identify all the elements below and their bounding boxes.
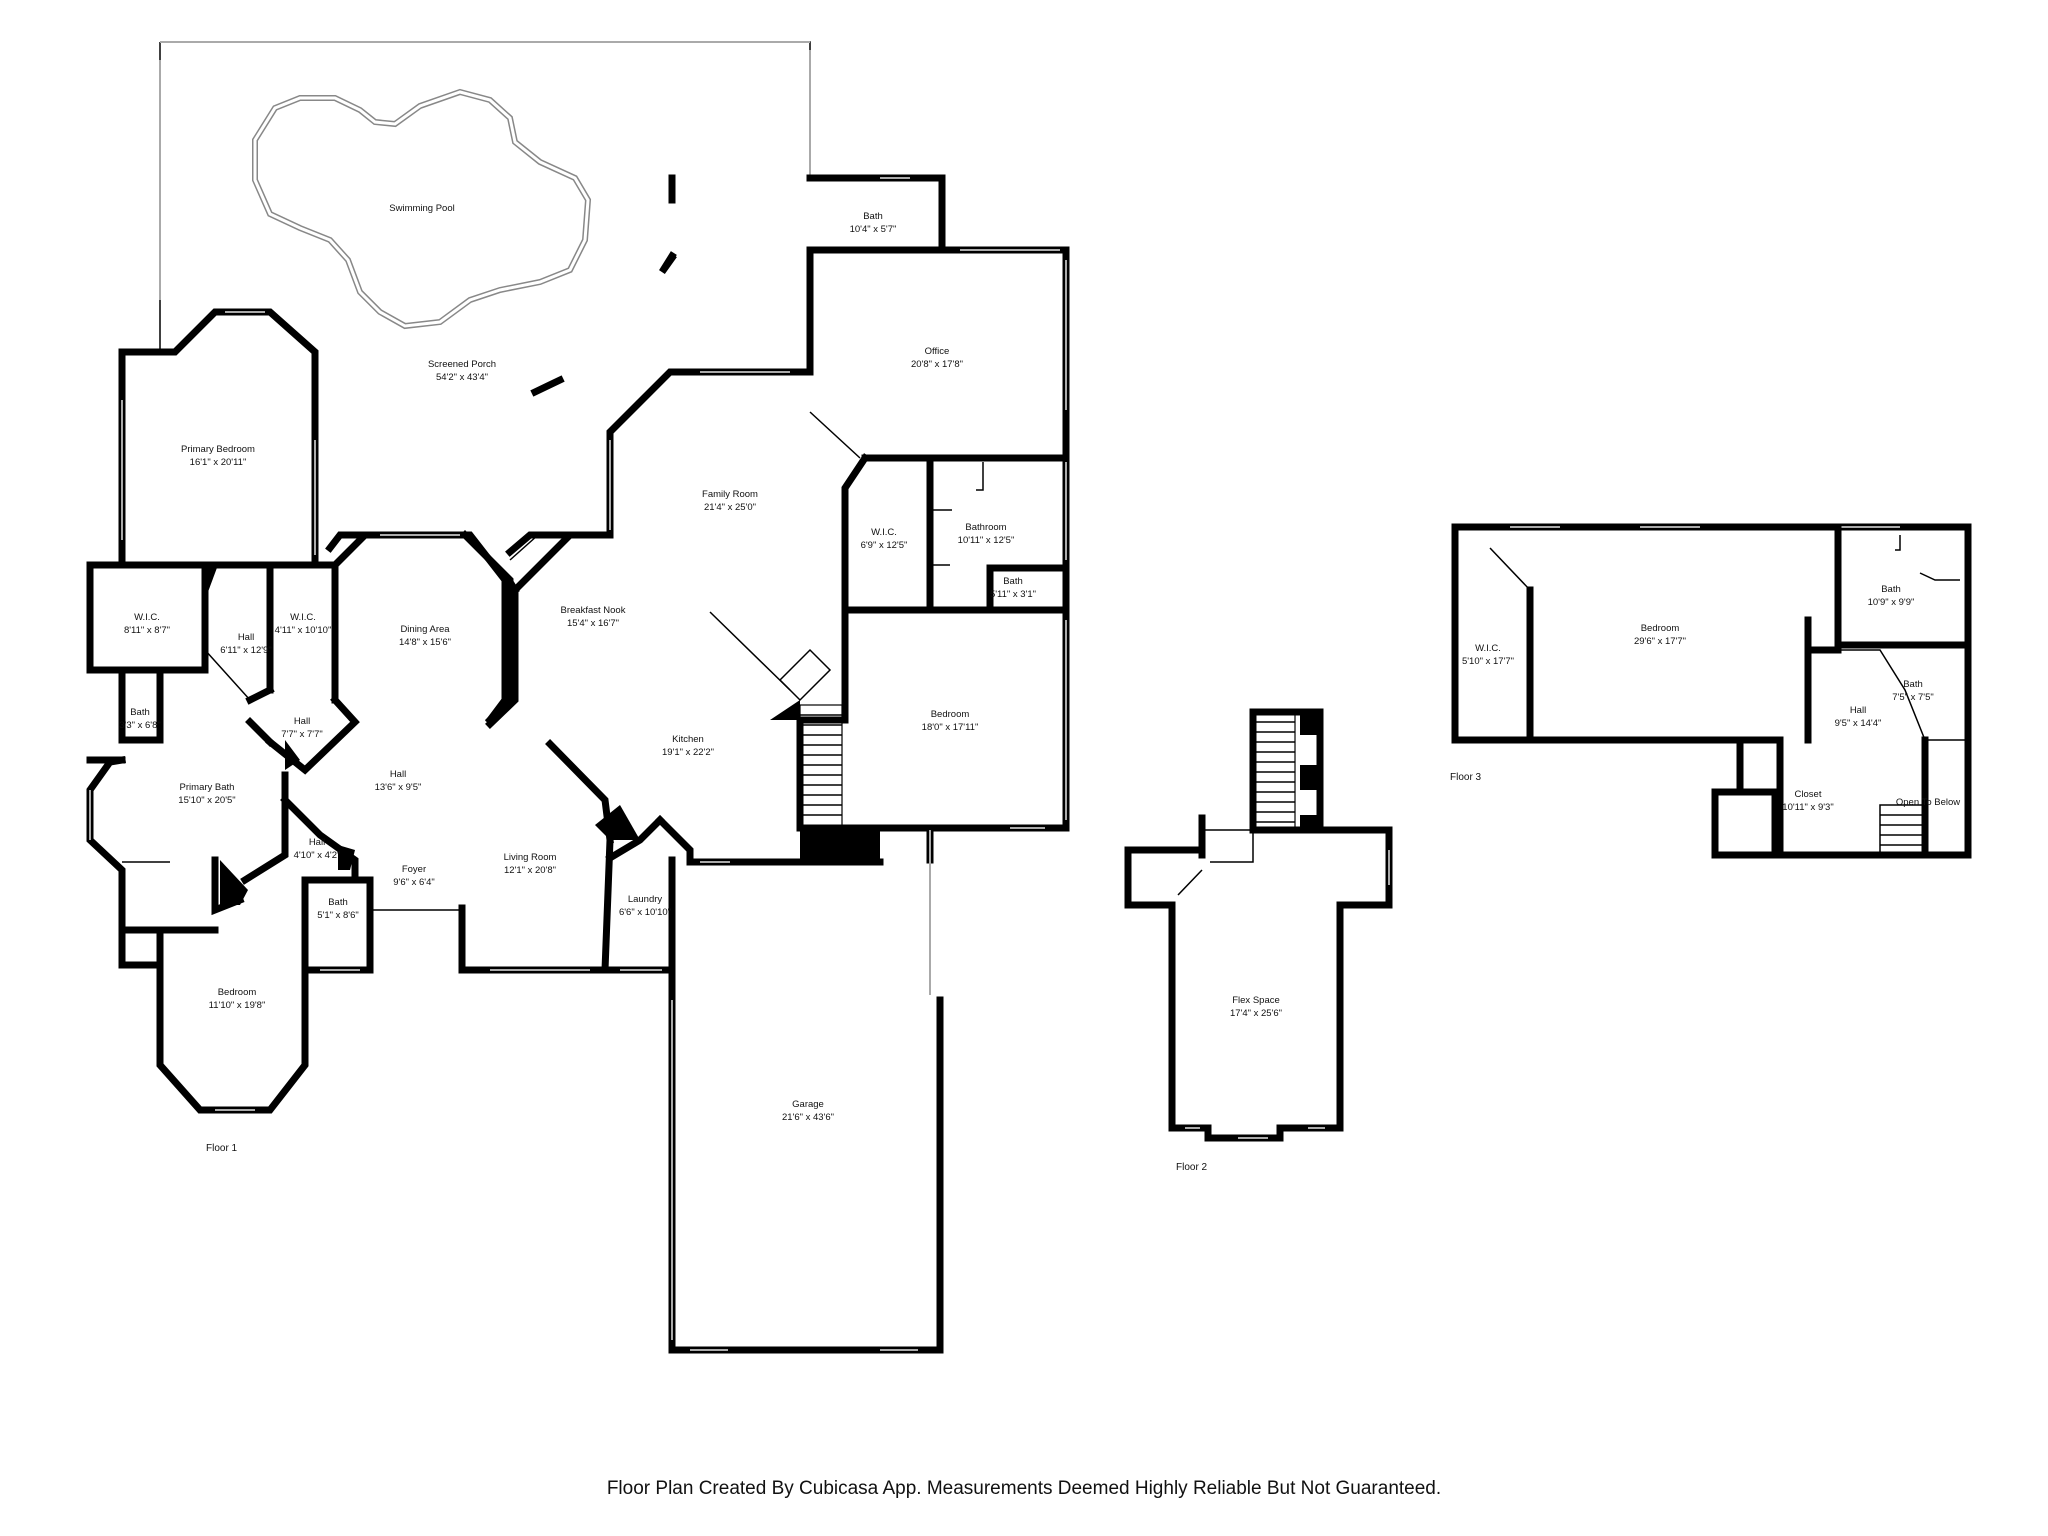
screened-porch-dim: 54'2" x 43'4" (436, 372, 488, 383)
hall-f3-dim: 9'5" x 14'4" (1835, 718, 1882, 729)
wic-left-label: W.I.C. (134, 612, 160, 623)
hall-small-label: Hall (309, 837, 325, 848)
flex-space-dim: 17'4" x 25'6" (1230, 1008, 1282, 1019)
bedroom-bottom-dim: 11'10" x 19'8" (209, 1000, 266, 1011)
kitchen-label: Kitchen (672, 734, 704, 745)
closet-f3-label: Closet (1795, 789, 1822, 800)
foyer-label: Foyer (402, 864, 426, 875)
floor-1-plan: Swimming Pool Screened Porch 54'2" x 43'… (86, 41, 1070, 1354)
bedroom-right-label: Bedroom (931, 709, 970, 720)
footer-disclaimer: Floor Plan Created By Cubicasa App. Meas… (607, 1478, 1441, 1499)
wic-left-dim: 8'11" x 8'7" (124, 625, 170, 636)
screened-porch-label: Screened Porch (428, 359, 496, 370)
bedroom-f3-label: Bedroom (1641, 623, 1680, 634)
hall-left-dim: 6'11" x 12'9" (220, 645, 271, 656)
bedroom-bottom-label: Bedroom (218, 987, 257, 998)
bath-top-label: Bath (863, 211, 883, 222)
floor-2-plan: Flex Space 17'4" x 25'6" Floor 2 (1124, 708, 1393, 1173)
bedroom-f3-dim: 29'6" x 17'7" (1634, 636, 1686, 647)
bath-foyer-dim: 5'1" x 8'6" (317, 910, 359, 921)
wic-left2-dim: 4'11" x 10'10" (275, 625, 332, 636)
primary-bedroom-dim: 16'1" x 20'11" (190, 457, 247, 468)
laundry-dim: 6'6" x 10'10" (619, 907, 671, 918)
open-to-below-label: Open To Below (1896, 797, 1960, 808)
bathroom-dim: 10'11" x 12'5" (958, 535, 1015, 546)
floor-2-label: Floor 2 (1176, 1162, 1208, 1173)
wic-center-label: W.I.C. (871, 527, 897, 538)
family-room-dim: 21'4" x 25'0" (704, 502, 756, 513)
floor-1-label: Floor 1 (206, 1143, 238, 1154)
bath-f3-label: Bath (1881, 584, 1901, 595)
swimming-pool-label: Swimming Pool (389, 203, 454, 214)
bath-f3-small-label: Bath (1903, 679, 1923, 690)
breakfast-nook-label: Breakfast Nook (561, 605, 626, 616)
bath-top-dim: 10'4" x 5'7" (850, 224, 897, 235)
kitchen-dim: 19'1" x 22'2" (662, 747, 714, 758)
wic-center-dim: 6'9" x 12'5" (861, 540, 908, 551)
hall-center-dim: 13'6" x 9'5" (375, 782, 422, 793)
primary-bedroom-label: Primary Bedroom (181, 444, 255, 455)
living-room-label: Living Room (504, 852, 557, 863)
laundry-label: Laundry (628, 894, 663, 905)
hall-diag-label: Hall (294, 716, 310, 727)
bath-f3-small-dim: 7'5" x 7'5" (1892, 692, 1934, 703)
foyer-dim: 9'6" x 6'4" (393, 877, 435, 888)
wic-left2-label: W.I.C. (290, 612, 316, 623)
primary-bath-label: Primary Bath (180, 782, 235, 793)
garage-dim: 21'6" x 43'6" (782, 1112, 834, 1123)
office-label: Office (925, 346, 950, 357)
hall-f3-label: Hall (1850, 705, 1866, 716)
bath-small-dim: 5'11" x 3'1" (990, 589, 1036, 600)
bath-left-label: Bath (130, 707, 150, 718)
primary-bath-dim: 15'10" x 20'5" (178, 795, 235, 806)
hall-center-label: Hall (390, 769, 406, 780)
floor-3-label: Floor 3 (1450, 772, 1482, 783)
office-dim: 20'8" x 17'8" (911, 359, 963, 370)
wic-f3-dim: 5'10" x 17'7" (1462, 656, 1514, 667)
bath-left-dim: 3'3" x 6'8" (119, 720, 161, 731)
bath-foyer-label: Bath (328, 897, 348, 908)
breakfast-nook-dim: 15'4" x 16'7" (567, 618, 619, 629)
wic-f3-label: W.I.C. (1475, 643, 1501, 654)
bedroom-right-dim: 18'0" x 17'11" (922, 722, 979, 733)
flex-space-label: Flex Space (1232, 995, 1280, 1006)
hall-left-label: Hall (238, 632, 254, 643)
hall-diag-dim: 7'7" x 7'7" (281, 729, 323, 740)
bath-small-label: Bath (1003, 576, 1023, 587)
bathroom-label: Bathroom (965, 522, 1006, 533)
hall-small-dim: 4'10" x 4'2" (294, 850, 341, 861)
floor-3-plan: W.I.C. 5'10" x 17'7" Bedroom 29'6" x 17'… (1450, 523, 1972, 859)
dining-area-dim: 14'8" x 15'6" (399, 637, 451, 648)
closet-f3-dim: 10'11" x 9'3" (1782, 802, 1833, 813)
dining-area-label: Dining Area (400, 624, 450, 635)
living-room-dim: 12'1" x 20'8" (504, 865, 556, 876)
family-room-label: Family Room (702, 489, 758, 500)
garage-label: Garage (792, 1099, 824, 1110)
bath-f3-dim: 10'9" x 9'9" (1868, 597, 1915, 608)
